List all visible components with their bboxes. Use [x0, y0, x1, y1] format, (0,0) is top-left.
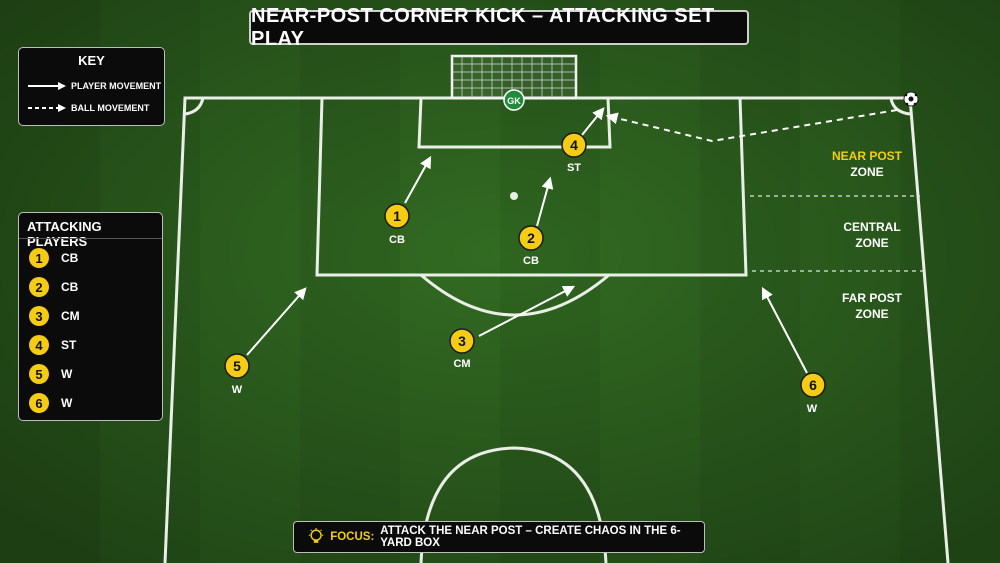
player-number-badge: 3	[29, 306, 49, 326]
player-list-item: 4 ST	[29, 335, 76, 355]
pitch-player-role: CM	[453, 358, 471, 370]
player-badge-circle	[518, 225, 544, 251]
movement-arrow-3	[478, 285, 576, 337]
player-number-badge: 4	[29, 335, 49, 355]
player-number: 2	[527, 230, 535, 246]
page-title: NEAR-POST CORNER KICK – ATTACKING SET PL…	[249, 5, 749, 50]
pitch-player-role: ST	[566, 162, 582, 174]
players-layer: 1 2 3 4 5 6	[224, 132, 826, 398]
panel-divider	[19, 238, 162, 239]
goal-net	[450, 54, 578, 100]
movement-arrow-1	[404, 155, 432, 204]
player-marker-6: 6	[800, 372, 826, 398]
movement-arrow-2	[536, 176, 554, 227]
player-number: 1	[393, 208, 401, 224]
zone-near-post: NEAR POST ZONE	[812, 148, 922, 180]
player-role: W	[61, 367, 73, 381]
player-marker-2: 2	[518, 225, 544, 251]
player-number-badge: 6	[29, 393, 49, 413]
attacking-players-title: ATTACKING PLAYERS	[27, 219, 102, 249]
pitch-player-role: CB	[389, 234, 405, 246]
player-list-item: 2 CB	[29, 277, 78, 297]
key-ball-movement-label: BALL MOVEMENT	[71, 103, 150, 113]
player-number-badge: 1	[29, 248, 49, 268]
player-badge-circle	[384, 203, 410, 229]
zone-near-post-line2: ZONE	[850, 165, 884, 179]
focus-text: ATTACK THE NEAR POST – CREATE CHAOS IN T…	[380, 525, 681, 549]
player-list-item: 1 CB	[29, 248, 78, 268]
player-number-badge: 5	[29, 364, 49, 384]
zone-central-line2: ZONE	[855, 236, 889, 250]
pitch-player-role: W	[231, 384, 243, 396]
player-role: ST	[61, 338, 77, 352]
player-movement-arrows	[246, 107, 808, 374]
player-number-badge: 2	[29, 277, 49, 297]
zone-far-post-line2: ZONE	[855, 307, 889, 321]
player-badge-circle	[800, 372, 826, 398]
zone-far-post: FAR POST ZONE	[817, 290, 927, 322]
corner-arc-right	[889, 97, 911, 116]
player-badge-circle	[561, 132, 587, 158]
key-title: KEY	[78, 53, 105, 68]
movement-arrow-5	[246, 287, 307, 356]
center-circle	[419, 446, 608, 563]
zone-central-line1: CENTRAL	[843, 220, 901, 234]
goalkeeper-label: GK	[507, 96, 521, 106]
player-role: CB	[61, 251, 79, 265]
dashed-arrow-icon	[28, 104, 66, 112]
legend-key: KEY PLAYER MOVEMENT BALL MOVEMENT	[18, 47, 165, 126]
player-marker-3: 3	[449, 328, 475, 354]
player-number: 4	[570, 137, 578, 153]
player-role: CM	[61, 309, 80, 323]
player-role: CB	[61, 280, 79, 294]
lightbulb-icon	[308, 528, 324, 543]
movement-arrow-6	[761, 286, 808, 374]
corner-arc-left	[184, 97, 205, 116]
player-number: 5	[233, 358, 241, 374]
focus-label: FOCUS:	[330, 531, 375, 543]
player-list-item: 6 W	[29, 393, 72, 413]
pitch-player-role: CB	[523, 255, 539, 267]
penalty-box	[315, 97, 748, 277]
zone-near-post-line1: NEAR POST	[831, 149, 902, 163]
player-list-item: 5 W	[29, 364, 72, 384]
pitch-player-role: W	[806, 403, 818, 415]
ball-movement-path	[605, 109, 898, 143]
player-number: 3	[458, 333, 466, 349]
key-player-movement-label: PLAYER MOVEMENT	[71, 81, 162, 91]
player-marker-4: 4	[561, 132, 587, 158]
player-marker-5: 5	[224, 353, 250, 379]
player-badge-circle	[449, 328, 475, 354]
penalty-arc	[420, 273, 610, 317]
focus-banner: FOCUS: ATTACK THE NEAR POST – CREATE CHA…	[293, 521, 705, 553]
soccer-ball-icon	[903, 91, 919, 107]
key-player-movement: PLAYER MOVEMENT	[27, 81, 161, 91]
zone-central: CENTRAL ZONE	[817, 219, 927, 251]
player-number: 6	[809, 377, 817, 393]
solid-arrow-icon	[28, 82, 66, 90]
player-badge-circle	[224, 353, 250, 379]
goalkeeper-marker: GK	[503, 89, 525, 111]
movement-arrow-4	[581, 107, 605, 136]
penalty-spot	[510, 192, 518, 200]
player-list-item: 3 CM	[29, 306, 80, 326]
player-role: W	[61, 396, 73, 410]
zone-far-post-line1: FAR POST	[841, 291, 902, 305]
key-ball-movement: BALL MOVEMENT	[27, 103, 149, 113]
player-marker-1: 1	[384, 203, 410, 229]
attacking-players-panel: ATTACKING PLAYERS 1 CB 2 CB 3 CM 4 ST 5 …	[18, 212, 163, 421]
